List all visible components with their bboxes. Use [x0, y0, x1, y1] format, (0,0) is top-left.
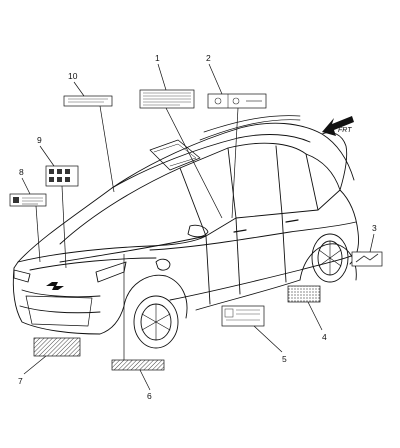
label-8-graphic: [9, 193, 47, 207]
forward-arrow-icon: [322, 116, 354, 136]
callout-1: 1: [155, 53, 160, 63]
callout-2: 2: [206, 53, 211, 63]
callout-4: 4: [322, 332, 327, 342]
callout-numbers: 1 2 3 4 5 6 7 8 9 10: [18, 53, 377, 401]
label-6-graphic: [111, 359, 165, 371]
callout-7: 7: [18, 376, 23, 386]
label-7-graphic: [33, 337, 81, 357]
callout-3: 3: [372, 223, 377, 233]
forward-label: FRT: [338, 127, 352, 134]
vehicle-outline: [12, 115, 361, 349]
label-1-graphic: [139, 89, 195, 109]
label-3-graphic: [351, 251, 383, 267]
callout-8: 8: [19, 167, 24, 177]
callout-6: 6: [147, 391, 152, 401]
label-5-graphic: [221, 305, 265, 327]
forward-arrow: FRT: [322, 116, 354, 136]
callout-9: 9: [37, 135, 42, 145]
label-2-graphic: [207, 93, 267, 109]
callout-10: 10: [68, 71, 78, 81]
label-10-graphic: [63, 95, 113, 107]
label-4-graphic: [287, 285, 321, 303]
leader-lines: [21, 63, 375, 391]
label-9-graphic: [45, 165, 79, 187]
callout-5: 5: [282, 354, 287, 364]
